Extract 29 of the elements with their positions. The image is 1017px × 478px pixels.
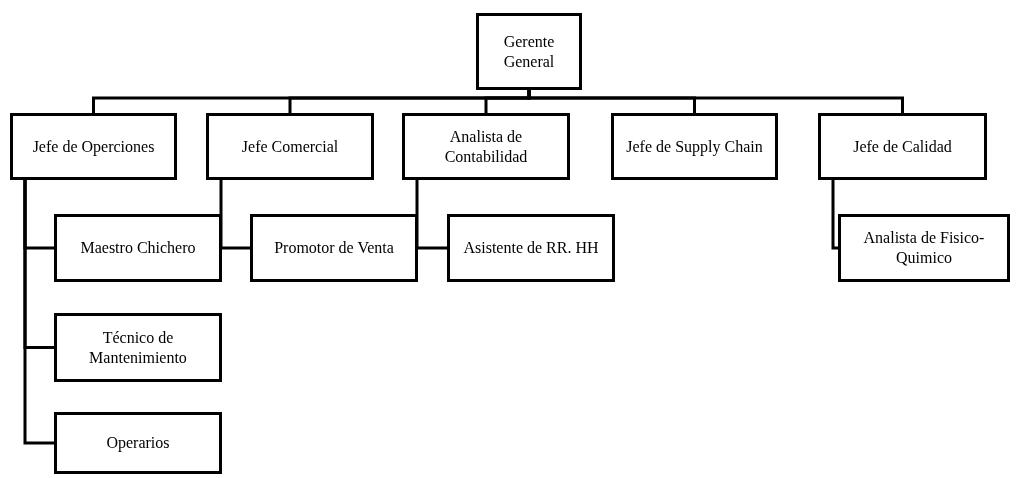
position-title: Jefe de Calidad: [853, 136, 952, 157]
position-box: [447, 214, 615, 282]
position-box: [838, 214, 1010, 282]
position-box: [206, 113, 374, 180]
position-box: [611, 113, 778, 180]
position-box: [476, 13, 582, 90]
position-box: [402, 113, 570, 180]
connector-line: [219, 180, 250, 250]
position-title: Operarios: [106, 433, 170, 453]
position-box: [818, 113, 987, 180]
position-box: [54, 313, 222, 382]
position-box: [10, 113, 177, 180]
connector-line: [415, 180, 447, 250]
position-title: Gerente General: [502, 31, 556, 72]
position-box: [54, 214, 222, 282]
position-title: Jefe Comercial: [241, 136, 339, 157]
position-title: Jefe de Operciones: [32, 136, 155, 157]
position-title: Analista de Contabilidad: [443, 126, 529, 167]
connector-line: [23, 180, 54, 445]
position-title: Asistente de RR. HH: [463, 238, 599, 258]
position-title: Jefe de Supply Chain: [626, 136, 763, 157]
position-title: Promotor de Venta: [274, 238, 394, 258]
position-title: Analista de Fisico-Quimico: [862, 228, 986, 268]
connector-line: [831, 180, 838, 250]
position-title: Técnico de Mantenimiento: [88, 327, 188, 368]
connector-line: [527, 90, 904, 113]
position-box: [54, 412, 222, 474]
position-box: [250, 214, 418, 282]
position-title: Maestro Chichero: [80, 238, 196, 258]
